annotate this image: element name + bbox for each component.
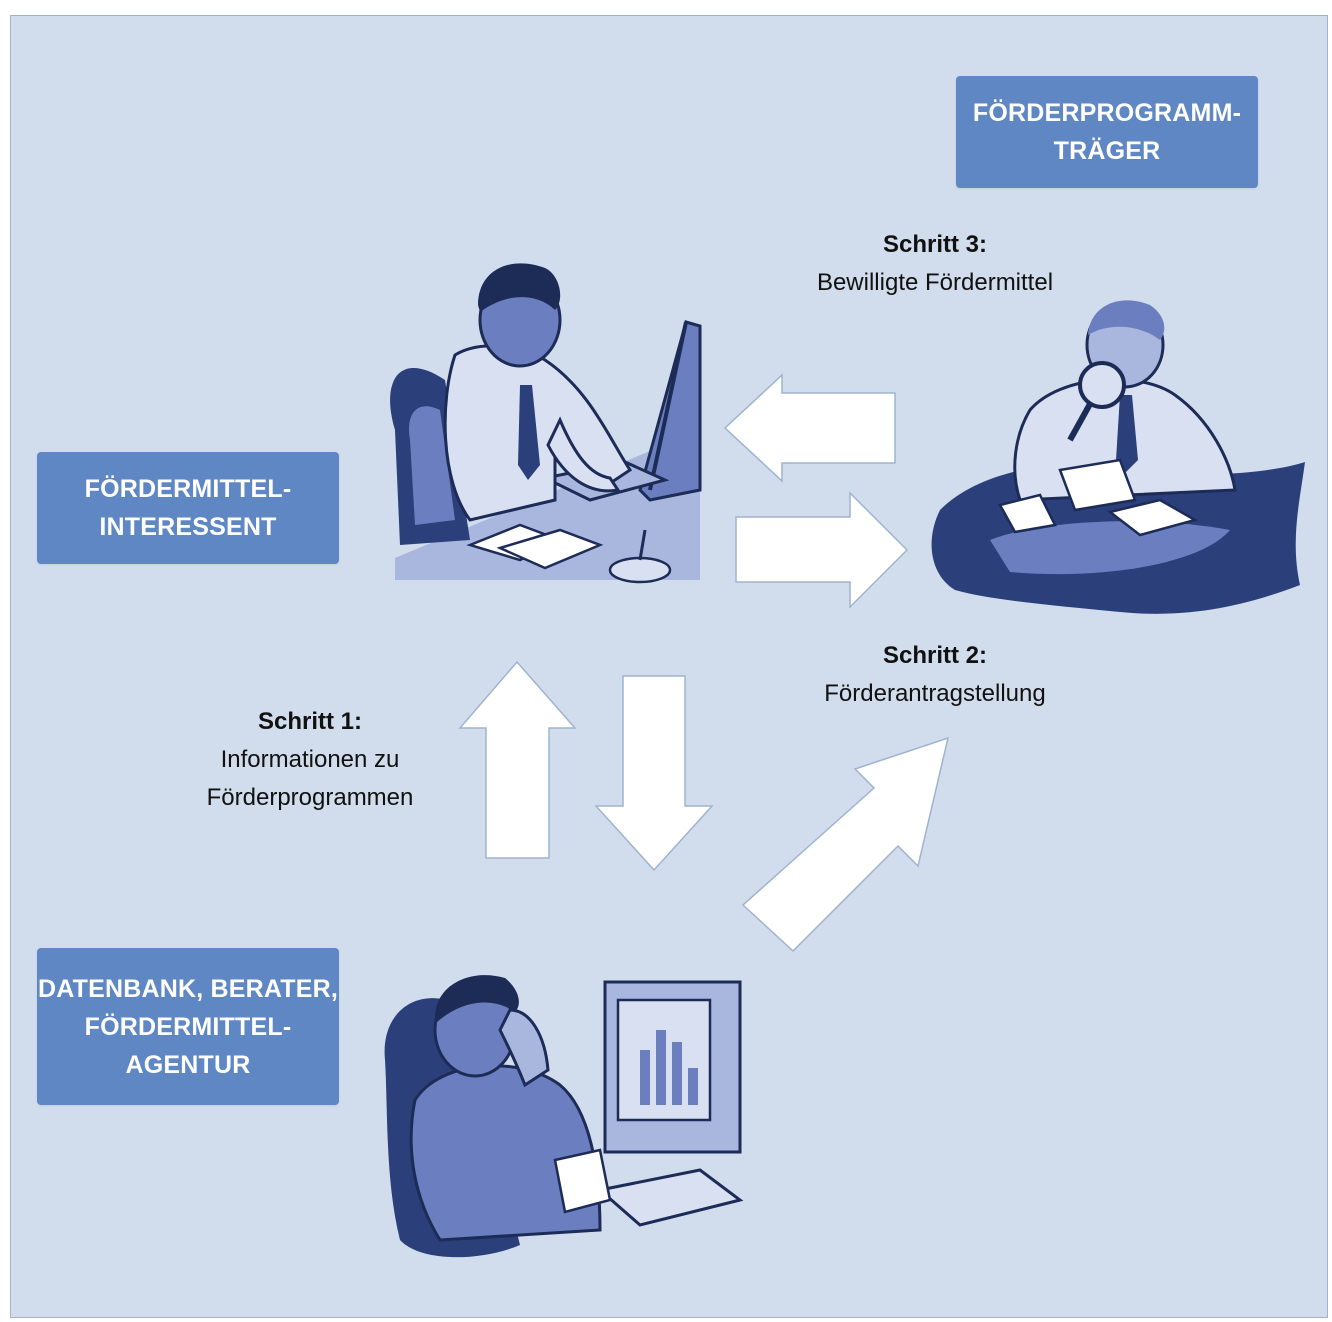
actor-foerderprogrammtraeger: FÖRDERPROGRAMM- TRÄGER — [956, 76, 1258, 188]
person-with-magnifier-illustration — [931, 300, 1305, 614]
arrow-step1-up — [458, 660, 577, 859]
actor-datenbank-berater-agentur: DATENBANK, BERATER, FÖRDERMITTEL- AGENTU… — [37, 948, 339, 1105]
step-2-description: Förderantragstellung — [824, 680, 1046, 707]
step-3-description: Bewilligte Fördermittel — [816, 269, 1054, 296]
arrow-step2-right — [735, 491, 909, 609]
step-3-label: Schritt 3: Bewilligte Fördermittel — [760, 226, 1110, 302]
step-1-title: Schritt 1: — [257, 708, 362, 735]
person-at-computer-illustration — [390, 263, 702, 584]
arrow-step3-left — [723, 373, 896, 483]
step-1-label: Schritt 1: Informationen zu Förderprogra… — [160, 703, 460, 817]
step-3-title: Schritt 3: — [882, 231, 987, 258]
person-on-phone-illustration — [384, 975, 744, 1258]
step-2-label: Schritt 2: Förderantragstellung — [760, 637, 1110, 713]
step-2-title: Schritt 2: — [882, 642, 987, 669]
arrow-step1-down — [594, 675, 714, 872]
actor-foerdermittelinteressent: FÖRDERMITTEL- INTERESSENT — [37, 452, 339, 564]
step-1-description: Informationen zu Förderprogrammen — [206, 746, 414, 811]
arrow-step2-diagonal — [741, 736, 950, 953]
